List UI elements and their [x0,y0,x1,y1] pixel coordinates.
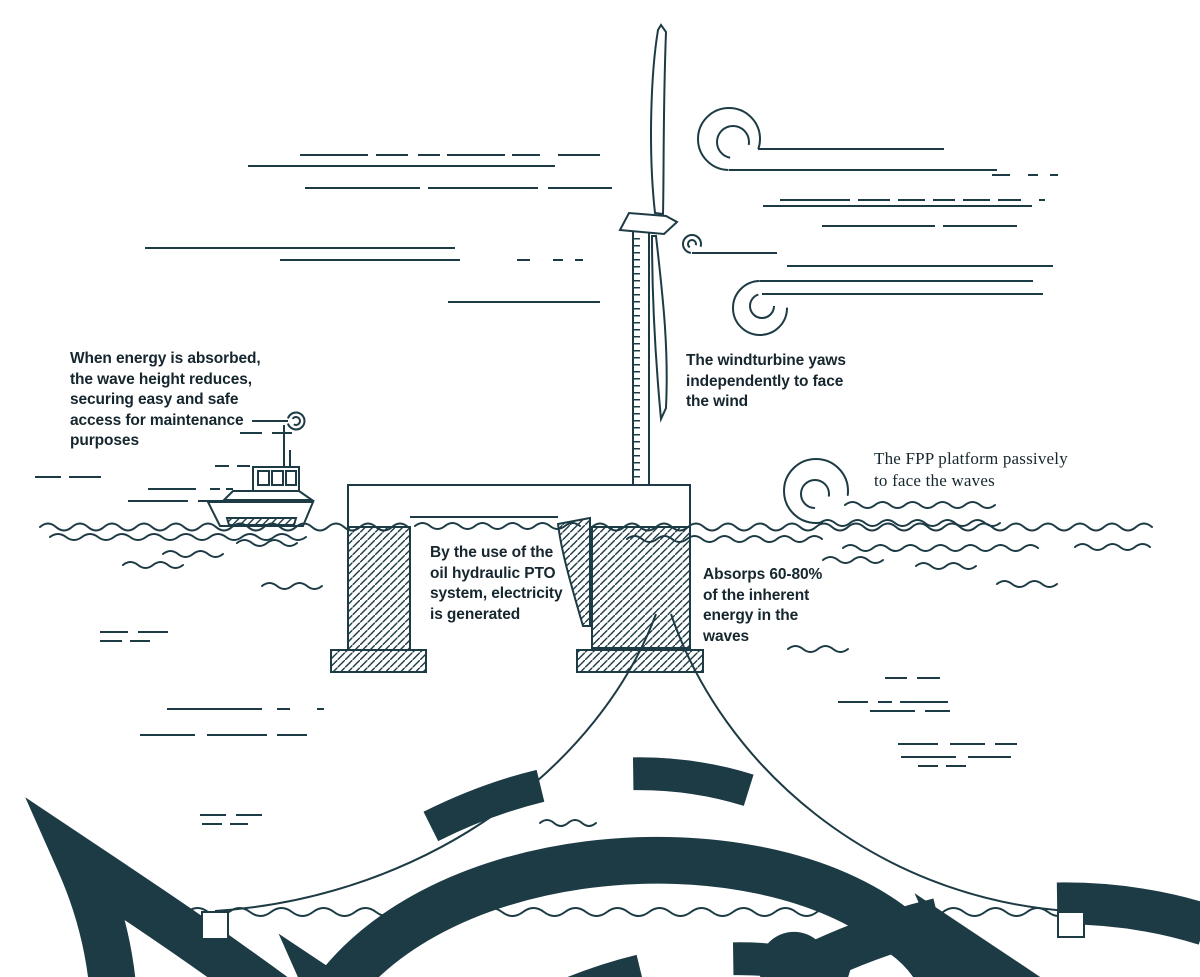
fish-icon [1060,938,1200,977]
absorber-flap [556,516,591,627]
cabin-window [271,470,284,486]
smoke-curl-icon [252,411,306,431]
lower-blade [650,235,668,423]
fish-school [78,631,1200,977]
anchor-block-icon [1057,911,1085,938]
seabed [144,907,1133,940]
upper-blade [650,23,668,216]
right-column [591,526,691,649]
wind-turbine-icon [618,23,679,485]
mast [283,425,291,467]
annotation-pto: By the use of the oil hydraulic PTO syst… [430,544,563,623]
mooring-lines [214,613,1069,912]
annotation-absorb: Absorps 60-80% of the inherent energy in… [703,566,823,645]
upper-deck [221,490,316,501]
wind-lines [682,107,1058,336]
cabin-window [257,470,270,486]
waterline-waves [39,522,1153,852]
annotation-maintenance: When energy is absorbed, the wave height… [70,350,261,450]
wind-curl-icon [732,280,1043,336]
left-foot [330,649,427,673]
left-leg [347,526,411,651]
boat-icon [35,411,316,527]
cloud-lines [145,154,612,303]
wind-curl-icon [697,107,997,171]
deck [347,484,691,527]
nacelle [618,211,679,236]
cabin-window [285,470,297,486]
anchor-block-icon [201,911,229,940]
wave-curl-icon [783,458,1001,527]
right-foot [576,649,704,673]
annotation-fpp: The FPP platform passively to face the w… [874,449,1068,491]
annotation-yaw: The windturbine yaws independently to fa… [686,352,846,411]
wind-curl-icon [682,234,777,254]
hull-band [225,517,298,526]
fpp-platform [330,484,704,673]
